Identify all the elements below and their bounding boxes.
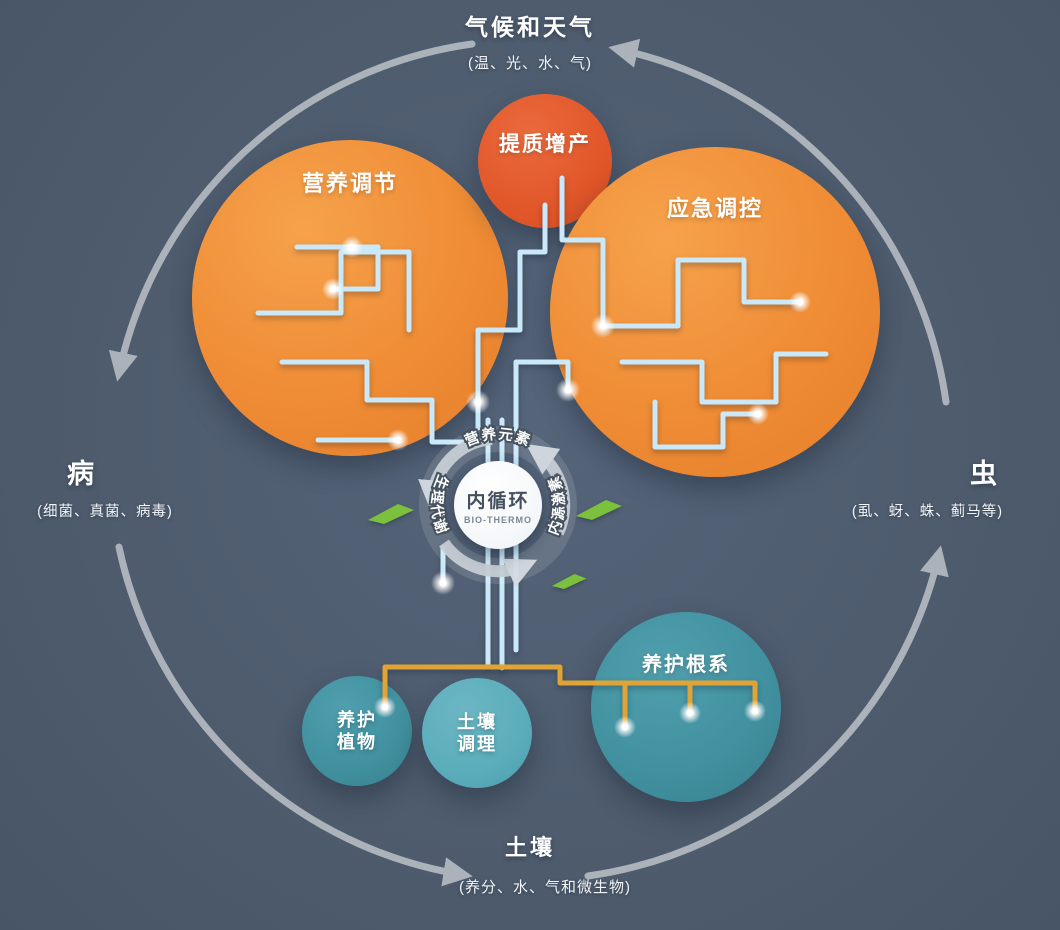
bubble-nutrition-label: 营养调节: [301, 171, 398, 196]
bubble-plant-care-label: 养护 植物: [337, 709, 377, 753]
center-hub-subtitle: BIO-THERMO: [464, 514, 532, 525]
bubble-nutrition: 营养调节: [192, 140, 508, 456]
node-insect-subtitle: (虱、蚜、蛛、蓟马等): [851, 504, 1004, 520]
inner-cycle-ring: 营养元素 生理代谢 内源激素: [418, 423, 577, 588]
ring-arrow: [418, 433, 493, 512]
node-disease-title: 病: [67, 459, 97, 489]
bubble-soil-conditioning-label: 土壤 调理: [457, 711, 497, 755]
bubble-quality-label: 提质增产: [499, 133, 591, 156]
bubble-emergency-label: 应急调控: [666, 196, 763, 221]
bubble-soil-conditioning: 土壤 调理: [422, 678, 532, 788]
leaf-icons: [368, 500, 622, 589]
arrow-disease-to-soil: [115, 543, 473, 887]
ring-arrow: [439, 539, 538, 588]
center-hub-title: 内循环: [466, 490, 530, 512]
ring-arrow: [525, 443, 571, 536]
circuit-glow-nodes: [322, 236, 811, 738]
bubble-plant-care: 养护 植物: [302, 676, 412, 786]
leaf-icon: [576, 500, 622, 520]
node-insect-title: 虫: [970, 459, 1000, 489]
node-climate-title: 气候和天气: [465, 14, 595, 40]
leaf-icon: [552, 574, 587, 589]
leaf-icon: [368, 504, 414, 524]
center-hub: 内循环 BIO-THERMO: [454, 461, 542, 549]
node-soil-title: 土壤: [504, 835, 555, 860]
bubble-root-care-label: 养护根系: [642, 654, 730, 676]
node-climate-subtitle: (温、光、水、气): [468, 55, 592, 72]
arrow-insect-to-climate: [608, 38, 950, 406]
arrow-soil-to-insect: [584, 545, 949, 880]
arrow-climate-to-disease: [108, 40, 476, 382]
node-disease-subtitle: (细菌、真菌、病毒): [37, 504, 173, 520]
node-soil-subtitle: (养分、水、气和微生物): [459, 879, 631, 896]
